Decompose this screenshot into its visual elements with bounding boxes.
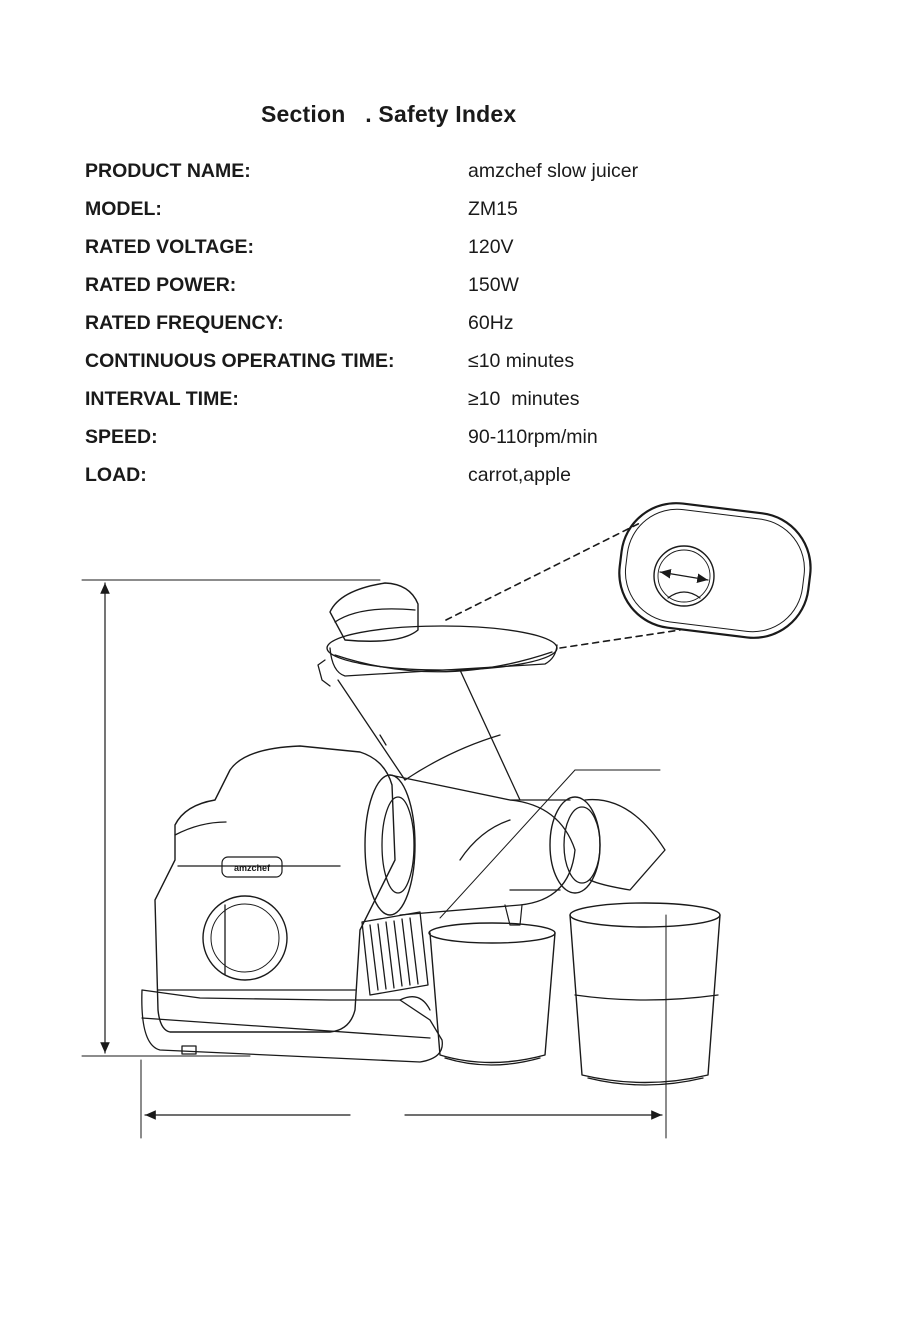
spec-row-continuous-operating-time: CONTINUOUS OPERATING TIME: ≤10 minutes — [85, 350, 845, 380]
spec-label: RATED POWER: — [85, 274, 236, 297]
spec-row-rated-voltage: RATED VOLTAGE: 120V — [85, 236, 845, 266]
spec-value: carrot,apple — [468, 464, 571, 487]
spec-label: MODEL: — [85, 198, 162, 221]
motor-base: amzchef — [155, 746, 395, 1032]
spec-value: 120V — [468, 236, 514, 259]
spec-value: amzchef slow juicer — [468, 160, 638, 183]
spec-value: 60Hz — [468, 312, 514, 335]
brand-badge: amzchef — [234, 863, 271, 873]
spec-row-rated-frequency: RATED FREQUENCY: 60Hz — [85, 312, 845, 342]
spec-row-interval-time: INTERVAL TIME: ≥10 minutes — [85, 388, 845, 418]
spec-label: SPEED: — [85, 426, 158, 449]
pulp-outlet — [505, 797, 665, 925]
spec-value: ZM15 — [468, 198, 518, 221]
leader-line — [440, 770, 575, 918]
spec-value: ≥10 minutes — [468, 388, 580, 411]
spec-row-product-name: PRODUCT NAME: amzchef slow juicer — [85, 160, 845, 190]
spec-label: INTERVAL TIME: — [85, 388, 239, 411]
spec-label: CONTINUOUS OPERATING TIME: — [85, 350, 394, 373]
base-platform — [142, 990, 443, 1062]
spec-row-model: MODEL: ZM15 — [85, 198, 845, 228]
chute-tube — [338, 670, 520, 800]
spec-value: ≤10 minutes — [468, 350, 574, 373]
height-dimension — [82, 580, 380, 1056]
section-title: Section . Safety Index — [261, 101, 516, 128]
spec-label: RATED FREQUENCY: — [85, 312, 284, 335]
width-dimension — [141, 915, 666, 1138]
juice-cup — [429, 923, 555, 1065]
hopper-detail-inset — [446, 500, 817, 648]
spec-row-speed: SPEED: 90-110rpm/min — [85, 426, 845, 456]
pulp-cup — [570, 903, 720, 1085]
spec-label: LOAD: — [85, 464, 147, 487]
feeding-hopper — [318, 583, 557, 686]
auger-chamber — [365, 775, 575, 915]
juicer-illustration: amzchef — [0, 500, 897, 1325]
spec-value: 90-110rpm/min — [468, 426, 598, 449]
spec-value: 150W — [468, 274, 519, 297]
spec-label: RATED VOLTAGE: — [85, 236, 254, 259]
juice-grille — [362, 912, 430, 1010]
spec-label: PRODUCT NAME: — [85, 160, 251, 183]
spec-row-load: LOAD: carrot,apple — [85, 464, 845, 494]
spec-row-rated-power: RATED POWER: 150W — [85, 274, 845, 304]
